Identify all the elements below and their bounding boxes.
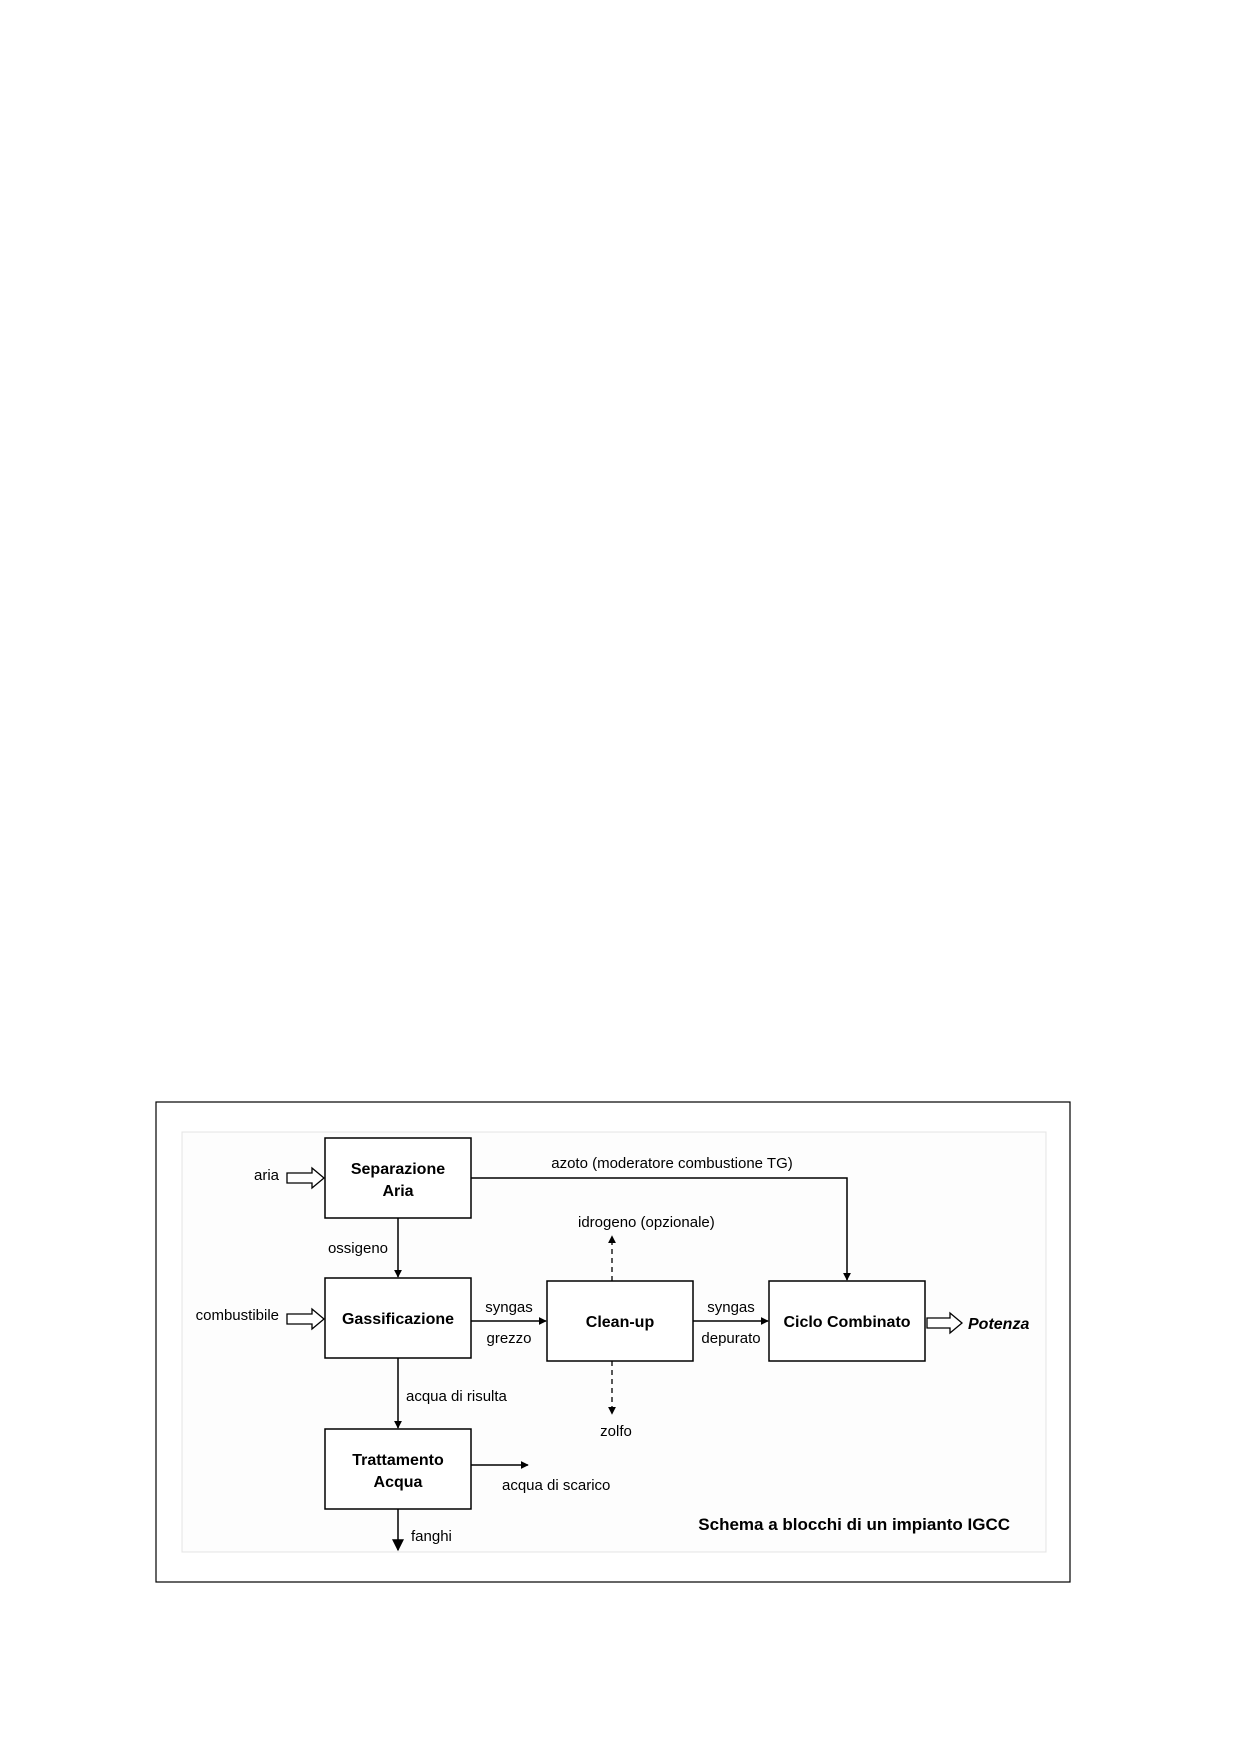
label-potenza: Potenza bbox=[968, 1316, 1029, 1333]
block-ciclo-combinato-label: Ciclo Combinato bbox=[783, 1314, 910, 1331]
flow-syngas-grezzo: syngas grezzo bbox=[471, 1299, 547, 1347]
input-combustibile: combustibile bbox=[196, 1307, 326, 1331]
block-separazione-aria: Separazione Aria bbox=[324, 1137, 472, 1219]
block-gassificazione: Gassificazione bbox=[324, 1277, 472, 1359]
block-gassificazione-label: Gassificazione bbox=[342, 1311, 454, 1328]
hollow-arrow-combustibile bbox=[286, 1307, 326, 1331]
label-azoto: azoto (moderatore combustione TG) bbox=[551, 1155, 793, 1172]
label-syngas-depurato-2: depurato bbox=[701, 1330, 760, 1347]
label-syngas-grezzo-2: grezzo bbox=[486, 1330, 531, 1347]
label-syngas-depurato-1: syngas bbox=[707, 1299, 755, 1316]
block-trattamento-acqua-line1: Trattamento bbox=[352, 1452, 444, 1469]
flow-ossigeno: ossigeno bbox=[328, 1218, 402, 1278]
hollow-arrow-aria bbox=[286, 1166, 326, 1190]
label-combustibile: combustibile bbox=[196, 1307, 279, 1324]
block-clean-up: Clean-up bbox=[546, 1280, 694, 1362]
label-syngas-grezzo-1: syngas bbox=[485, 1299, 533, 1316]
block-ciclo-combinato: Ciclo Combinato bbox=[768, 1280, 926, 1362]
label-zolfo: zolfo bbox=[600, 1423, 632, 1440]
flow-acqua-di-risulta: acqua di risulta bbox=[394, 1358, 508, 1429]
label-fanghi: fanghi bbox=[411, 1528, 452, 1545]
diagram-caption: Schema a blocchi di un impianto IGCC bbox=[698, 1515, 1010, 1534]
flow-syngas-depurato: syngas depurato bbox=[693, 1299, 769, 1347]
hollow-arrow-potenza bbox=[926, 1311, 964, 1335]
output-potenza: Potenza bbox=[926, 1311, 1029, 1335]
block-trattamento-acqua-line2: Acqua bbox=[374, 1474, 423, 1491]
label-aria: aria bbox=[254, 1167, 280, 1184]
flow-acqua-di-scarico: acqua di scarico bbox=[471, 1461, 610, 1494]
input-aria: aria bbox=[254, 1166, 326, 1190]
block-trattamento-acqua: Trattamento Acqua bbox=[324, 1428, 472, 1510]
label-acqua-di-scarico: acqua di scarico bbox=[502, 1477, 610, 1494]
flow-idrogeno: idrogeno (opzionale) bbox=[578, 1214, 715, 1281]
flow-zolfo: zolfo bbox=[600, 1361, 632, 1440]
flow-fanghi: fanghi bbox=[392, 1509, 452, 1552]
label-acqua-di-risulta: acqua di risulta bbox=[406, 1388, 508, 1405]
flow-azoto: azoto (moderatore combustione TG) bbox=[471, 1155, 851, 1281]
label-idrogeno: idrogeno (opzionale) bbox=[578, 1214, 715, 1231]
block-separazione-aria-line1: Separazione bbox=[351, 1161, 445, 1178]
block-clean-up-label: Clean-up bbox=[586, 1314, 655, 1331]
label-ossigeno: ossigeno bbox=[328, 1240, 388, 1257]
block-separazione-aria-line2: Aria bbox=[382, 1183, 413, 1200]
